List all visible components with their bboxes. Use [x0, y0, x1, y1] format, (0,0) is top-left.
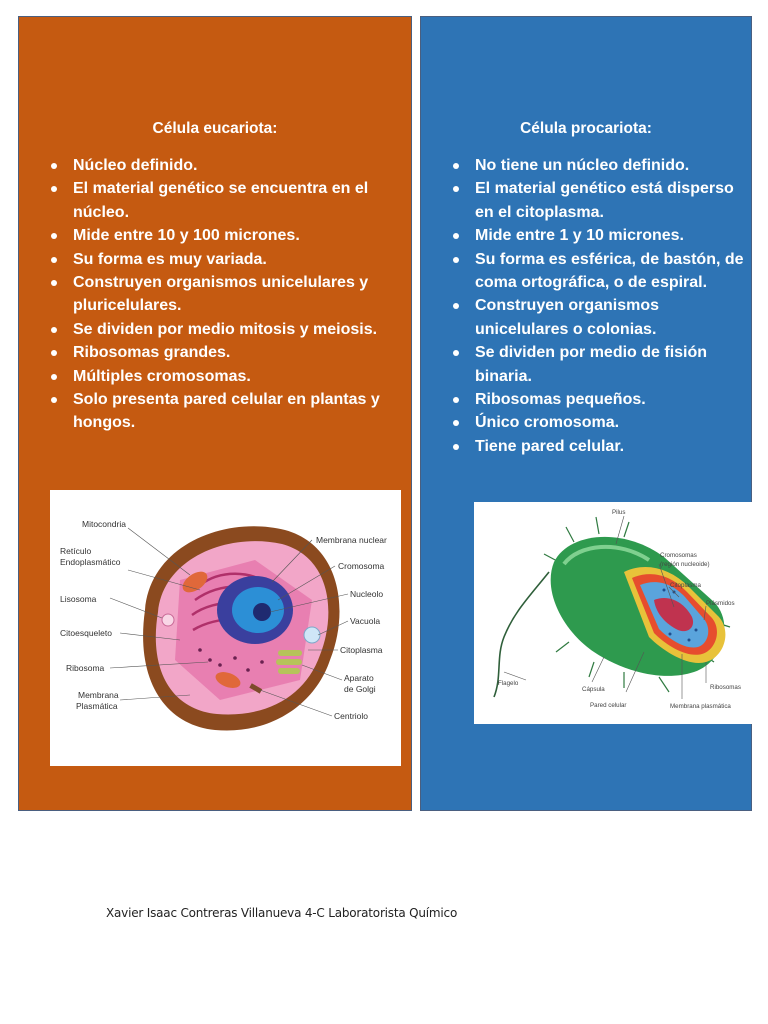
list-item: El material genético se encuentra en el … [49, 177, 401, 224]
label-membrana-nuclear: Membrana nuclear [316, 535, 387, 545]
label-pared-celular: Pared celular [590, 702, 626, 709]
label-aparato-golgi-2: de Golgi [344, 684, 376, 694]
label-centriolo: Centriolo [334, 711, 368, 721]
list-item: Se dividen por medio de fisión binaria. [451, 341, 747, 388]
eukaryotic-cell-diagram: Mitocondria Retículo Endoplasmático Liso… [50, 490, 401, 766]
label-capsula: Cápsula [582, 686, 605, 693]
label-ribosomas: Ribosomas [710, 684, 741, 691]
prokaryote-title: Célula procariota: [520, 120, 652, 137]
list-item: Su forma es muy variada. [49, 248, 401, 271]
label-reticulo-1: Retículo [60, 546, 91, 556]
label-membrana-plasmatica: Membrana plasmática [670, 703, 731, 710]
label-reticulo-2: Endoplasmático [60, 557, 121, 567]
ribosome-dots [198, 648, 264, 672]
label-nucleolo: Nucleolo [350, 589, 383, 599]
label-mitocondria: Mitocondria [82, 519, 126, 529]
prokaryote-panel: Célula procariota: No tiene un núcleo de… [420, 16, 752, 811]
eukaryote-bullet-list: Núcleo definido. El material genético se… [49, 154, 401, 435]
eukaryote-title: Célula eucariota: [152, 120, 278, 137]
label-citoesqueleto: Citoesqueleto [60, 628, 112, 638]
label-cromosoma: Cromosoma [338, 561, 385, 571]
list-item: Tiene pared celular. [451, 435, 747, 458]
author-footer: Xavier Isaac Contreras Villanueva 4-C La… [106, 906, 458, 920]
label-lisosoma: Lisosoma [60, 594, 97, 604]
label-plasmidos: Plásmidos [706, 600, 735, 607]
list-item: Mide entre 10 y 100 micrones. [49, 224, 401, 247]
label-citoplasma: Citoplasma [340, 645, 383, 655]
flagellum-shape [493, 571, 550, 698]
list-item: Su forma es esférica, de bastón, de coma… [451, 248, 747, 295]
list-item: Se dividen por medio mitosis y meiosis. [49, 318, 401, 341]
label-leader-lines [503, 515, 707, 699]
nucleoid-shape [654, 597, 694, 632]
eukaryote-panel: Célula eucariota: Núcleo definido. El ma… [18, 16, 412, 811]
label-region-nucleoide: (región nucleoide) [660, 561, 710, 568]
list-item: Construyen organismos unicelulares y plu… [49, 271, 401, 318]
list-item: Múltiples cromosomas. [49, 365, 401, 388]
list-item: Construyen organismos unicelulares o col… [451, 294, 747, 341]
golgi-shape [276, 650, 302, 674]
label-leader-lines [109, 527, 349, 717]
list-item: No tiene un núcleo definido. [451, 154, 747, 177]
list-item: Solo presenta pared celular en plantas y… [49, 388, 401, 435]
label-ribosoma: Ribosoma [66, 663, 105, 673]
label-flagelo: Flagelo [498, 680, 519, 687]
label-pilus: Pilus [612, 509, 625, 516]
list-item: Ribosomas pequeños. [451, 388, 747, 411]
prokaryotic-cell-illustration: Pilus Cromosomas (región nucleoide) Cito… [493, 509, 741, 710]
vacuole-shape [303, 626, 321, 644]
list-item: Núcleo definido. [49, 154, 401, 177]
capsule-highlight [562, 544, 651, 566]
list-item: Único cromosoma. [451, 411, 747, 434]
prokaryote-bullet-list: No tiene un núcleo definido. El material… [451, 154, 747, 458]
label-membrana-plasmatica-2: Plasmática [76, 701, 118, 711]
mitochondrion-shape [215, 672, 241, 688]
lysosome-shape [161, 613, 175, 627]
prokaryotic-cell-diagram: Pilus Cromosomas (región nucleoide) Cito… [474, 502, 752, 724]
centriole-shape [249, 683, 263, 694]
label-aparato-golgi-1: Aparato [344, 673, 374, 683]
label-cromosomas: Cromosomas [660, 552, 697, 559]
list-item: Mide entre 1 y 10 micrones. [451, 224, 747, 247]
label-membrana-plasmatica-1: Membrana [78, 690, 119, 700]
nucleolus-shape [253, 603, 271, 621]
label-vacuola: Vacuola [350, 616, 380, 626]
list-item: El material genético está disperso en el… [451, 177, 747, 224]
list-item: Ribosomas grandes. [49, 341, 401, 364]
label-citoplasma: Citoplasma [670, 582, 702, 589]
eukaryotic-cell-illustration: Mitocondria Retículo Endoplasmático Liso… [60, 519, 387, 731]
